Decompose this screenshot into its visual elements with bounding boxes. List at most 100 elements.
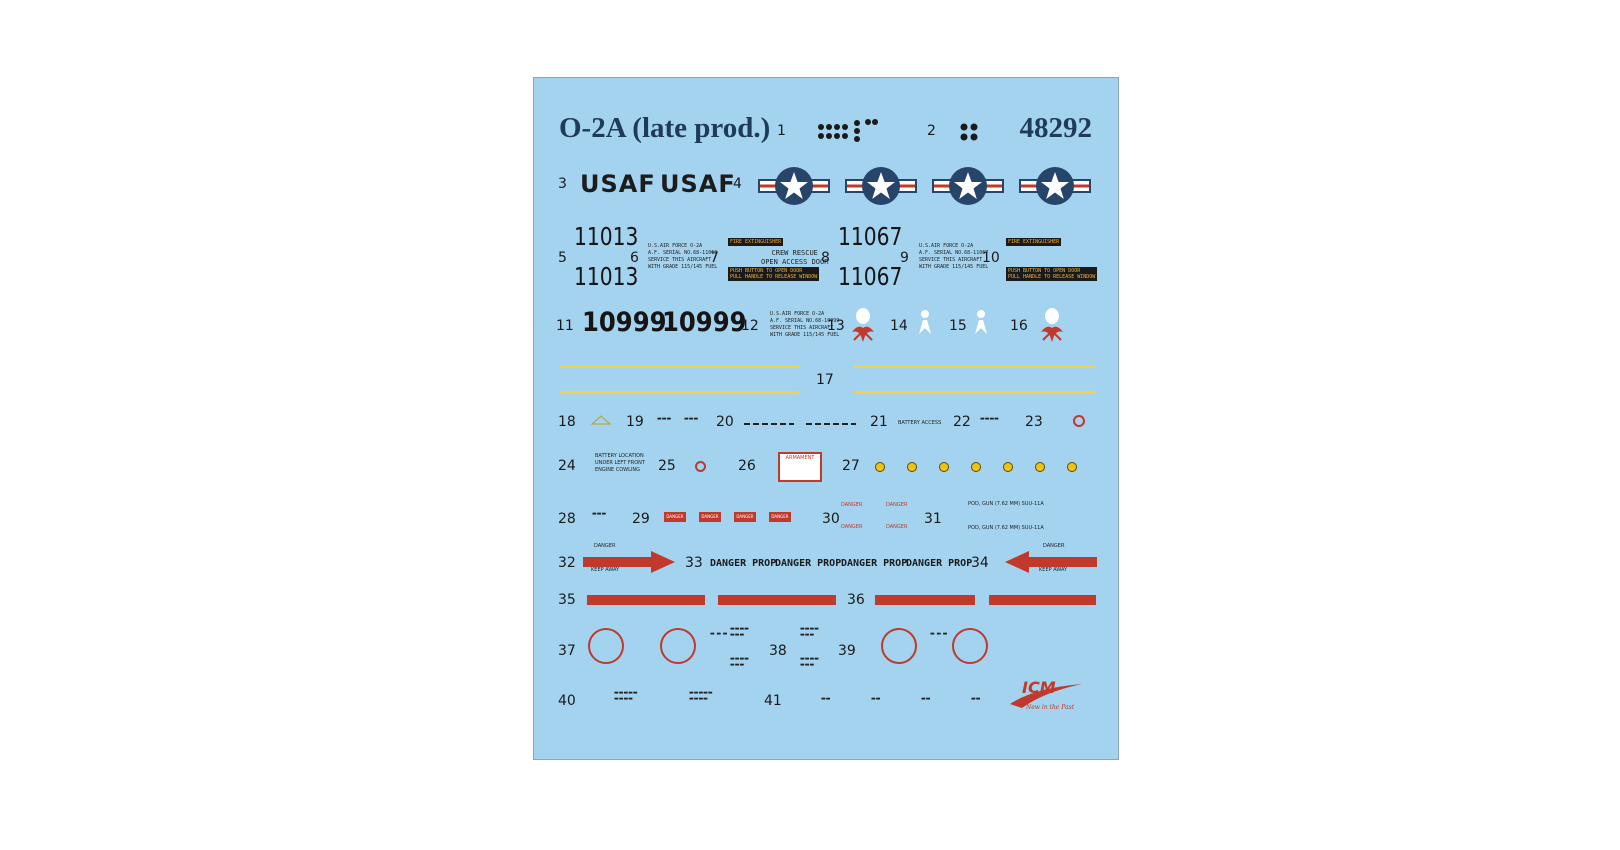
usaf-lettering: USAF	[580, 170, 656, 198]
fire-extinguisher-decal: FIRE EXTINGUISHER	[1006, 238, 1062, 246]
red-ring-decal	[1073, 415, 1085, 427]
red-ring-decal	[695, 461, 706, 472]
serial-number: 11067	[838, 262, 903, 291]
decal-number: 2	[927, 123, 936, 139]
danger-decal: DANGER	[841, 502, 863, 508]
stencil-decal: ▬▬▬▬▬▬▬	[730, 626, 749, 638]
serial-number: 11013	[574, 262, 639, 291]
danger-decal: DANGER	[734, 512, 756, 522]
yellow-dot-decal	[1035, 462, 1045, 472]
danger-prop-decal: DANGER PROP	[710, 558, 777, 569]
danger-decal: DANGER	[886, 524, 908, 530]
stencil-decal: ▬▬	[821, 696, 831, 702]
decal-number: 1	[777, 123, 786, 139]
decal-number: 13	[827, 318, 845, 334]
stencil-decal: ▬▬▬▬▬▬▬	[800, 656, 819, 668]
white-figure-emblem-icon	[919, 310, 931, 334]
decal-number: 25	[658, 458, 676, 474]
stencil-decal: ▬▬	[921, 696, 931, 702]
decal-number: 10	[982, 250, 1000, 266]
stencil-decal: ▬▬▬	[592, 511, 607, 517]
decal-number: 20	[716, 414, 734, 430]
stencil-decal: U.S.AIR FORCE O-2A A.F. SERIAL NO.68-110…	[648, 243, 718, 270]
white-figure-emblem-icon	[975, 310, 987, 334]
yellow-stripe-decal	[854, 391, 1096, 394]
danger-label: DANGER	[1043, 543, 1065, 549]
stencil-decal: U.S.AIR FORCE O-2A A.F. SERIAL NO.68-109…	[770, 311, 840, 338]
danger-arrow-right-icon	[583, 551, 675, 573]
serial-number: 10999	[582, 307, 667, 338]
yellow-dot-decal	[939, 462, 949, 472]
sheet-title: O-2A (late prod.)	[559, 112, 771, 144]
decal-number: 9	[900, 250, 909, 266]
battery-access-decal: BATTERY ACCESS	[898, 420, 942, 426]
yellow-dot-decal	[1067, 462, 1077, 472]
decal-sheet: O-2A (late prod.) 48292 1 2 3 USAF USAF …	[533, 77, 1119, 760]
usaf-lettering: USAF	[660, 170, 736, 198]
danger-label: DANGER	[594, 543, 616, 549]
icm-logo-swoosh-icon	[1010, 684, 1082, 708]
decal-number: 27	[842, 458, 860, 474]
yellow-stripe-decal	[559, 365, 799, 368]
keep-away-label: KEEP AWAY	[591, 567, 620, 573]
fuel-cap-ring-decal	[588, 628, 624, 664]
battery-location-decal: BATTERY LOCATION UNDER LEFT FRONT ENGINE…	[595, 453, 645, 473]
danger-prop-decal: DANGER PROP	[841, 558, 908, 569]
decal-number: 36	[847, 592, 865, 608]
red-stripe-decal	[587, 595, 705, 605]
stencil-decal: ▬ ▬ ▬	[930, 631, 948, 637]
yellow-stripe-decal	[854, 365, 1096, 368]
decal-number: 21	[870, 414, 888, 430]
decal-number: 38	[769, 643, 787, 659]
icm-logo: ICM New in the Past	[1004, 674, 1094, 718]
decal-number: 12	[741, 318, 759, 334]
decal-number: 35	[558, 592, 576, 608]
decal-number: 14	[890, 318, 908, 334]
danger-prop-decal: DANGER PROP	[775, 558, 842, 569]
serial-number: 11067	[838, 222, 903, 251]
stencil-decal: ▬▬▬	[684, 416, 699, 422]
kangaroo-emblem-icon	[1041, 308, 1063, 342]
kit-number: 48292	[1019, 112, 1093, 144]
decal-number: 22	[953, 414, 971, 430]
stencil-decal: ▬ ▬ ▬	[710, 631, 728, 637]
danger-decal: DANGER	[769, 512, 791, 522]
red-stripe-decal	[718, 595, 836, 605]
stencil-decal: ▬▬▬	[657, 416, 672, 422]
decal-number: 17	[816, 372, 834, 388]
decal-number: 4	[733, 176, 742, 192]
dash-line-decal	[744, 423, 794, 425]
decal-number: 31	[924, 511, 942, 527]
stencil-decal: ▬▬	[871, 696, 881, 702]
danger-decal: DANGER	[886, 502, 908, 508]
decal-number: 18	[558, 414, 576, 430]
icm-logo-text: ICM	[1022, 678, 1056, 697]
us-star-insignia-icon	[758, 167, 830, 205]
decal-number: 24	[558, 458, 576, 474]
kangaroo-emblem-icon	[852, 308, 874, 342]
push-button-decal: PUSH BUTTON TO OPEN DOOR PULL HANDLE TO …	[728, 267, 820, 281]
danger-prop-decal: DANGER PROP	[906, 558, 973, 569]
danger-decal: DANGER	[841, 524, 863, 530]
decal-number: 28	[558, 511, 576, 527]
decal-number: 19	[626, 414, 644, 430]
gun-pod-decal: POD, GUN (7.62 MM) SUU-11A	[968, 501, 1044, 507]
stencil-decal: ▬▬▬▬	[980, 416, 999, 422]
small-emblem-icon	[590, 415, 612, 425]
fuel-cap-ring-decal	[952, 628, 988, 664]
danger-decal: DANGER	[699, 512, 721, 522]
stencil-decal: ▬▬▬▬▬▬▬▬▬	[689, 690, 713, 702]
danger-arrow-left-icon	[1005, 551, 1097, 573]
red-stripe-decal	[989, 595, 1096, 605]
serial-number: 11013	[574, 222, 639, 251]
decal-number: 6	[630, 250, 639, 266]
yellow-stripe-decal	[559, 391, 799, 394]
decal-number: 26	[738, 458, 756, 474]
decal-number: 11	[556, 318, 574, 334]
stencil-decal: ▬▬▬▬▬▬▬▬▬	[614, 690, 638, 702]
red-stripe-decal	[875, 595, 975, 605]
decal-number: 7	[710, 250, 719, 266]
decal-number: 41	[764, 693, 782, 709]
armament-label: ARMAMENT	[785, 455, 815, 461]
dash-line-decal	[806, 423, 856, 425]
